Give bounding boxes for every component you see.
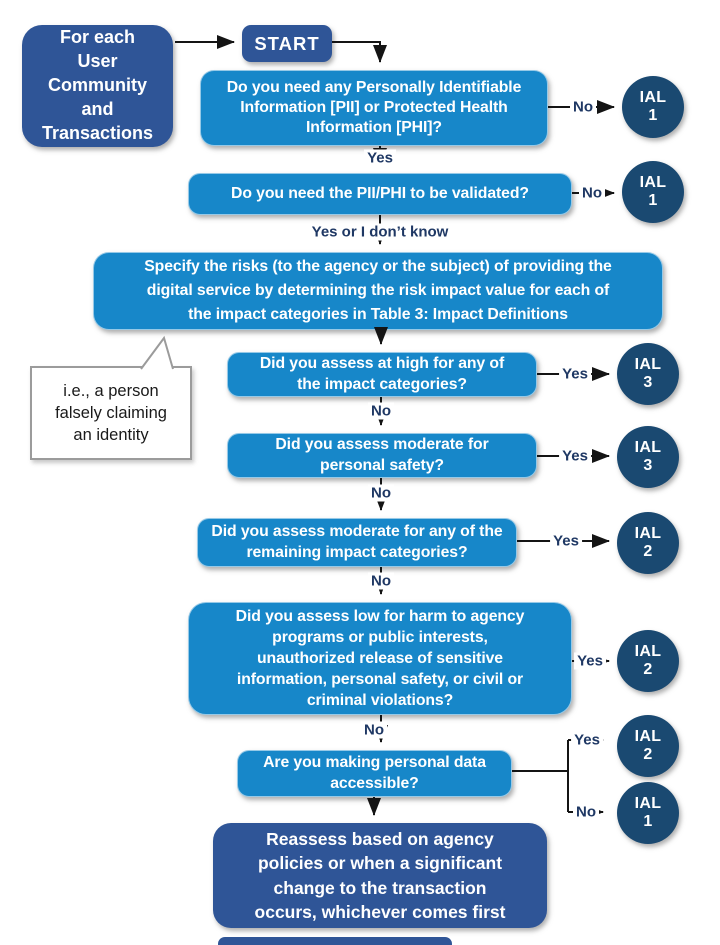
callout-pointer [140,335,174,370]
edge-label-no-low: No [361,721,387,739]
edge-label-no-pii: No [570,98,596,116]
edge-label-no-safety: No [368,484,394,502]
reassess-box: Reassess based on agency policies or whe… [213,823,547,928]
identity-note-callout: i.e., a person falsely claiming an ident… [30,366,192,460]
outcome-ial-1-validated: IAL 1 [622,161,684,223]
edge-label-yes-safety: Yes [559,447,591,465]
edge-label-yes-high: Yes [559,365,591,383]
question-moderate-remaining-box: Did you assess moderate for any of the r… [197,518,517,567]
question-pii-phi-box: Do you need any Personally Identifiable … [200,70,548,146]
edge-label-no-high: No [368,402,394,420]
question-assess-high-box: Did you assess at high for any of the im… [227,352,537,397]
edge-label-yes-idk: Yes or I don’t know [308,223,452,241]
edge-label-no-validated: No [579,184,605,202]
outcome-ial-3-high: IAL 3 [617,343,679,405]
cutoff-shape [218,937,452,945]
edge-label-yes-low: Yes [574,652,606,670]
edge-label-yes-personal: Yes [571,731,603,749]
for-each-user-community-box: For each User Community and Transactions [22,25,173,147]
edge-label-no-personal: No [573,803,599,821]
question-assess-low-box: Did you assess low for harm to agency pr… [188,602,572,715]
specify-risks-box: Specify the risks (to the agency or the … [93,252,663,330]
edge-label-yes-pii: Yes [364,149,396,167]
outcome-ial-1-personal-data: IAL 1 [617,782,679,844]
edge-label-no-remaining: No [368,572,394,590]
question-personal-data-box: Are you making personal data accessible? [237,750,512,797]
question-validated-box: Do you need the PII/PHI to be validated? [188,173,572,215]
outcome-ial-2-remaining: IAL 2 [617,512,679,574]
edge-label-yes-remaining: Yes [550,532,582,550]
outcome-ial-3-safety: IAL 3 [617,426,679,488]
outcome-ial-1-pii: IAL 1 [622,76,684,138]
question-moderate-safety-box: Did you assess moderate for personal saf… [227,433,537,478]
start-box: START [242,25,332,62]
outcome-ial-2-personal-data: IAL 2 [617,715,679,777]
outcome-ial-2-low: IAL 2 [617,630,679,692]
